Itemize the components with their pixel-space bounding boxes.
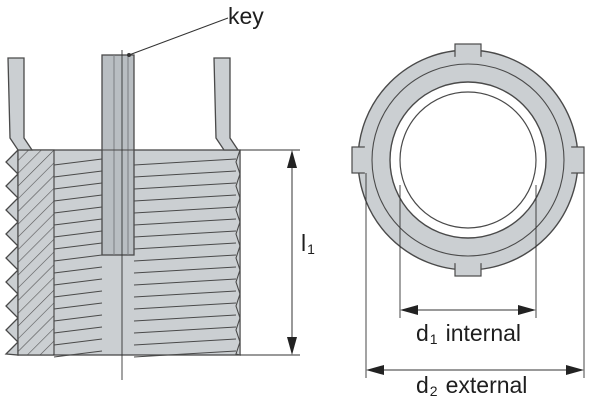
side-view	[4, 17, 300, 380]
thread-crest-line	[133, 170, 237, 178]
d1-label: d1 internal	[416, 320, 522, 347]
key	[101, 54, 135, 256]
thread-crest-line	[53, 350, 103, 358]
thread-crest-line	[133, 194, 237, 202]
d2-symbol: d	[416, 372, 429, 398]
d2-label: d2 external	[416, 372, 528, 399]
thread-crest-line	[133, 338, 237, 346]
thread-crest-line	[133, 314, 237, 322]
thread-crest-line	[133, 350, 237, 358]
l1-subscript: 1	[307, 241, 315, 257]
thread-crest-line	[53, 290, 103, 298]
thread-crest-line	[53, 266, 103, 274]
key-leader-dot	[127, 53, 131, 57]
thread-crest-line	[53, 326, 103, 334]
thread-crest-line	[53, 278, 103, 286]
d1-arrow-left	[400, 305, 418, 315]
l1-label: l1	[301, 230, 323, 257]
thread-crest-line	[133, 278, 237, 286]
left-prong	[7, 57, 34, 151]
thread-root-circle	[371, 63, 565, 257]
right-thread-profile	[235, 149, 241, 356]
d2-description: external	[445, 372, 528, 398]
thread-crest-line	[133, 266, 237, 274]
d1-subscript: 1	[429, 331, 438, 347]
thread-crest-line	[133, 182, 237, 190]
thread-crest-line	[53, 206, 103, 214]
end-view	[351, 43, 585, 378]
thread-crest-line	[133, 218, 237, 226]
thread-crest-line	[53, 218, 103, 226]
d1-arrow-right	[518, 305, 536, 315]
sectioned-wall	[17, 149, 55, 356]
inner-bore-circle	[399, 91, 537, 229]
thread-crest-line	[133, 254, 237, 262]
key-label: key	[228, 3, 264, 29]
d2-arrow-right	[566, 365, 584, 375]
l1-arrow-bottom	[287, 337, 297, 355]
thread-crest-line	[53, 242, 103, 250]
d1-description: internal	[445, 320, 522, 346]
thread-crest-line	[53, 230, 103, 238]
key-lug-top	[454, 43, 482, 59]
left-thread-profile	[4, 148, 19, 356]
key-lug-right	[569, 146, 585, 174]
thread-crest-line	[53, 158, 103, 166]
thread-crest-line	[133, 290, 237, 298]
thread-crest-line	[53, 254, 103, 262]
thread-crest-line	[53, 194, 103, 202]
l1-arrow-top	[287, 150, 297, 168]
thread-crest-line	[133, 302, 237, 310]
thread-crest-line	[53, 314, 103, 322]
right-prong	[213, 57, 240, 151]
thread-crest-line	[53, 170, 103, 178]
thread-crest-line	[133, 206, 237, 214]
thread-crest-line	[53, 182, 103, 190]
thread-crest-line	[53, 302, 103, 310]
thread-crest-lines	[53, 158, 237, 358]
d2-subscript: 2	[429, 383, 438, 399]
d1-symbol: d	[416, 320, 429, 346]
thread-crest-line	[133, 326, 237, 334]
thread-crest-line	[133, 158, 237, 166]
thread-crest-line	[53, 338, 103, 346]
key-leader-line	[128, 17, 229, 56]
l1-symbol: l	[301, 230, 307, 256]
thread-crest-line	[133, 230, 237, 238]
d2-arrow-left	[366, 365, 384, 375]
key-lug-left	[351, 146, 367, 174]
thread-crest-line	[133, 242, 237, 250]
key-lug-bottom	[454, 261, 482, 277]
